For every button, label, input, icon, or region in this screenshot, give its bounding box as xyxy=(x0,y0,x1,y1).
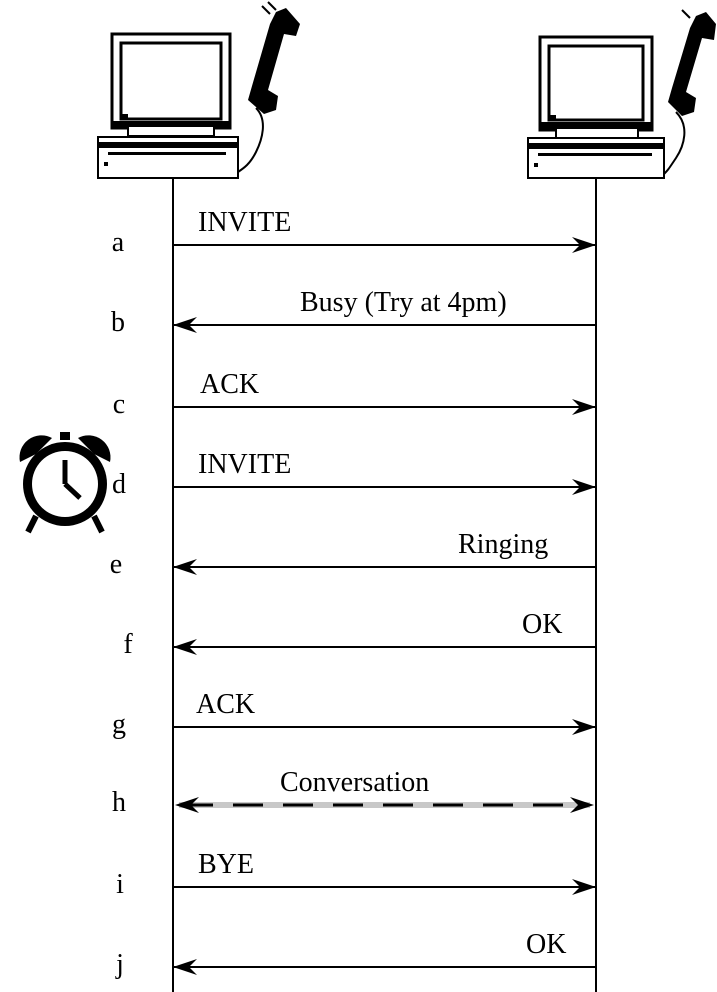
message-arrow-h xyxy=(175,797,594,813)
step-letter-a: a xyxy=(111,227,125,258)
step-letter-d: d xyxy=(112,469,126,500)
step-letter-i: i xyxy=(116,869,124,900)
message-label-i: BYE xyxy=(198,849,254,880)
step-letter-b: b xyxy=(111,307,125,338)
computer-with-phone-icon xyxy=(527,9,716,179)
alarm-clock-icon xyxy=(19,432,111,534)
step-letter-g: g xyxy=(112,709,126,740)
message-label-a: INVITE xyxy=(198,207,292,238)
step-letter-h: h xyxy=(112,787,126,818)
message-label-h: Conversation xyxy=(280,767,430,798)
step-letter-e: e xyxy=(109,549,123,580)
message-arrow-b xyxy=(173,317,596,333)
step-letter-f: f xyxy=(123,629,133,660)
message-arrows xyxy=(173,237,596,975)
message-label-c: ACK xyxy=(200,369,260,400)
step-letter-j: j xyxy=(116,949,124,980)
message-arrow-d xyxy=(173,479,596,495)
message-arrow-f xyxy=(173,639,596,655)
message-arrow-e xyxy=(173,559,596,575)
computer-with-phone-icon xyxy=(97,1,300,179)
message-label-d: INVITE xyxy=(198,449,292,480)
message-label-f: OK xyxy=(522,609,563,640)
message-label-b: Busy (Try at 4pm) xyxy=(300,287,507,318)
message-arrow-j xyxy=(173,959,596,975)
message-label-g: ACK xyxy=(196,689,256,720)
message-arrow-i xyxy=(173,879,596,895)
message-arrow-g xyxy=(173,719,596,735)
message-arrow-a xyxy=(173,237,596,253)
step-letter-c: c xyxy=(112,389,126,420)
message-label-e: Ringing xyxy=(458,529,549,560)
message-arrow-c xyxy=(173,399,596,415)
message-label-j: OK xyxy=(526,929,567,960)
